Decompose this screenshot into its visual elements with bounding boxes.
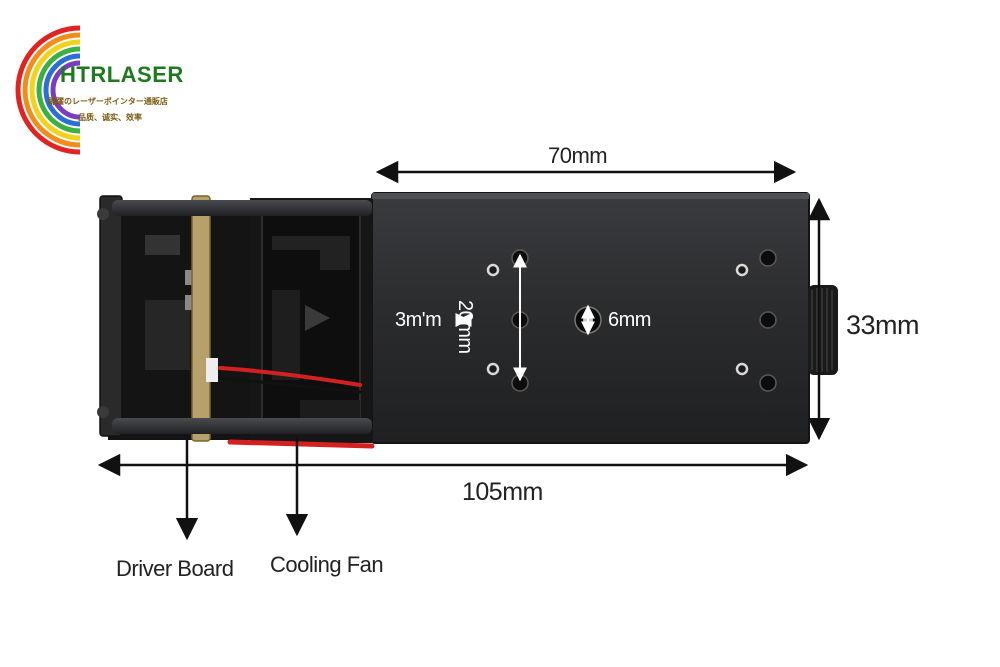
driver-board-label: Driver Board (116, 556, 234, 581)
dimension-screw-label: 3m'm (395, 309, 442, 331)
dimension-aperture-label: 6mm (608, 309, 651, 331)
driver-board (97, 195, 250, 442)
dimension-length-label: 105mm (462, 478, 543, 506)
brand-tagline: 踊躍のレーザーポインター通販店 (48, 97, 168, 106)
cooling-fan-label: Cooling Fan (270, 552, 384, 577)
brand-slogan: 品质、诚实、效率 (78, 113, 142, 122)
cooling-fan (250, 198, 372, 443)
screw-holes (486, 263, 749, 376)
brand-logo: HTRLASER (60, 62, 184, 87)
dimension-height-label: 33mm (846, 310, 920, 340)
dimension-arrows (97, 160, 831, 541)
wires (218, 366, 375, 449)
heatsink-fins (112, 200, 372, 434)
logo-rainbow (15, 25, 81, 155)
dimension-hole-spacing-label: 20mm (454, 300, 476, 354)
dimension-width-label: 70mm (548, 143, 608, 168)
inner-dimension-arrows (455, 253, 595, 382)
